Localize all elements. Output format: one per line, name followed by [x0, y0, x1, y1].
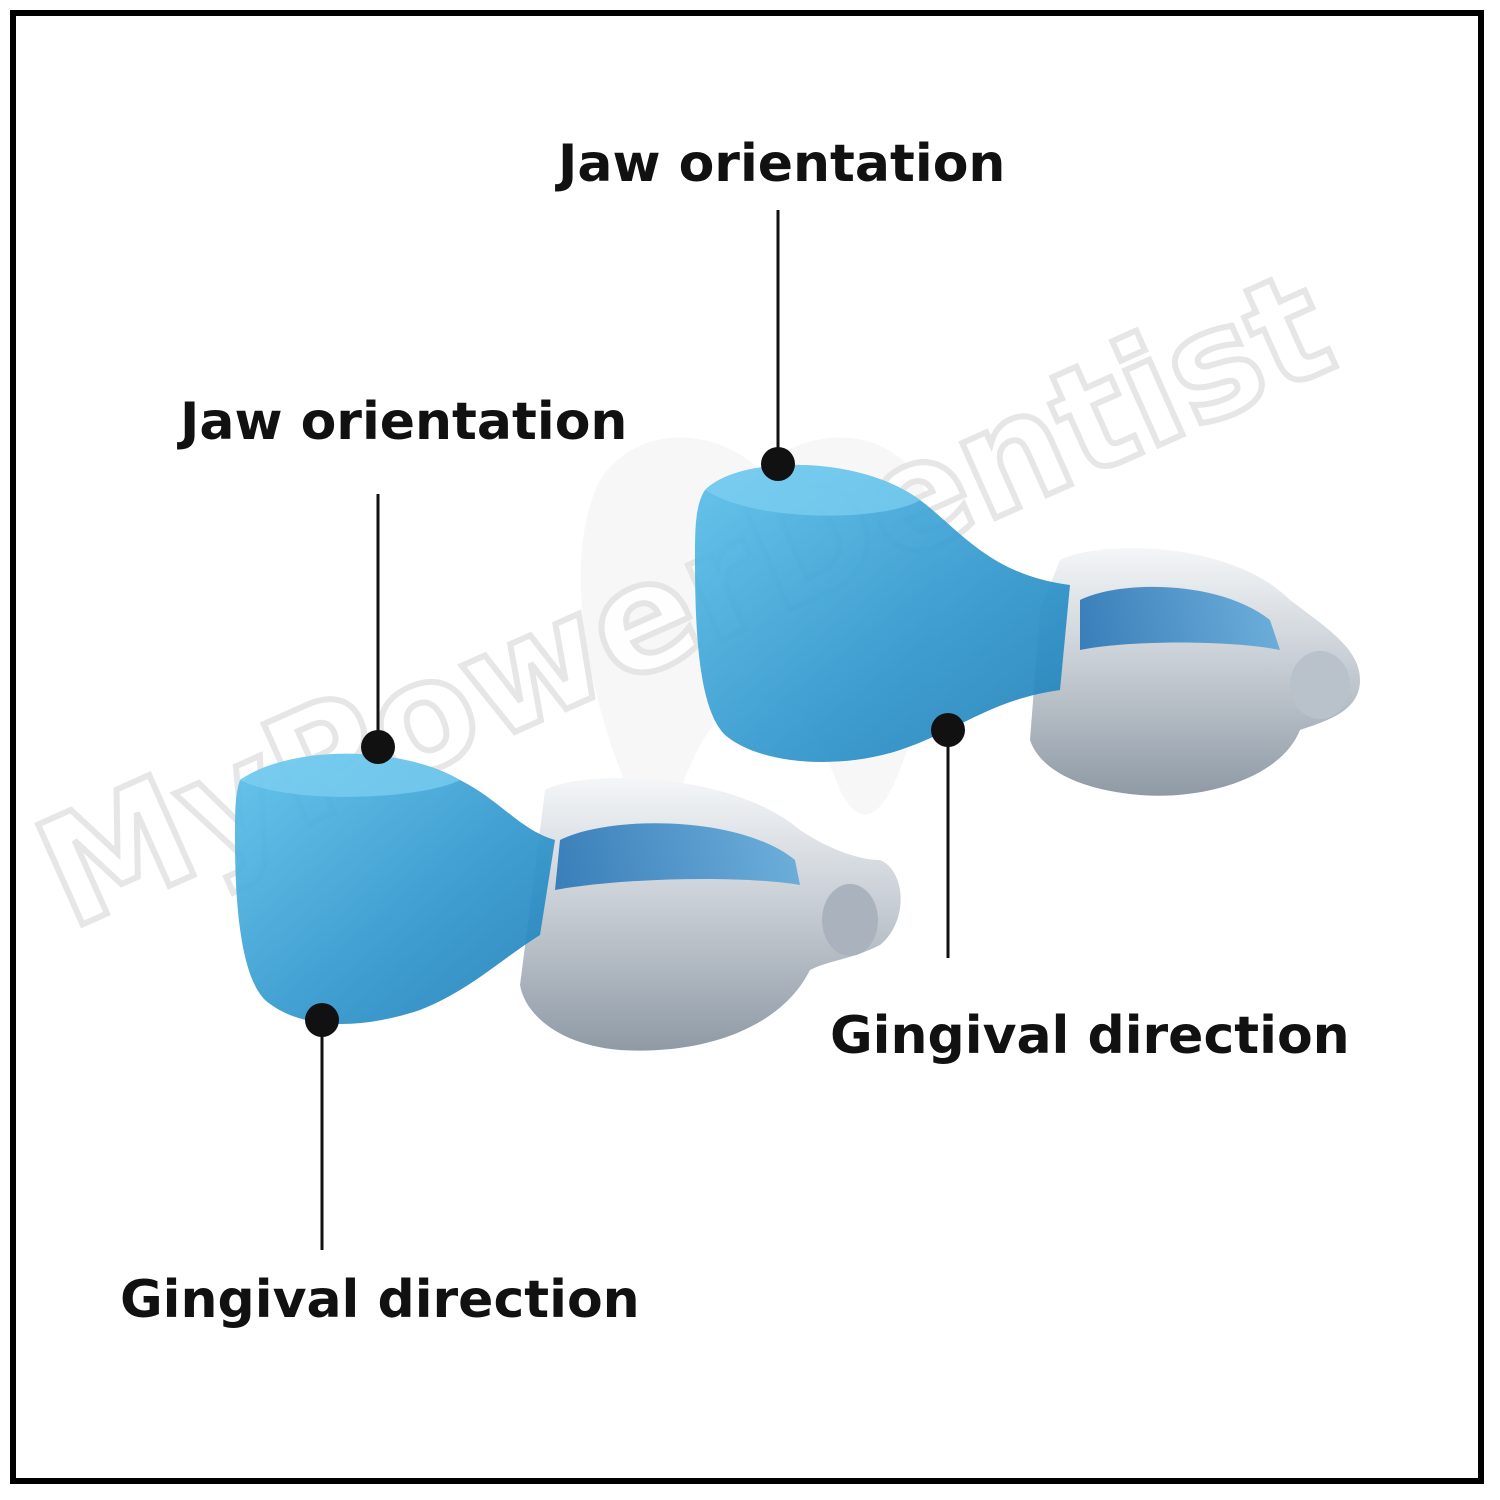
image-border: [10, 10, 1484, 1484]
label-gingival-direction-right: Gingival direction: [830, 1006, 1350, 1066]
label-jaw-orientation-left: Jaw orientation: [180, 392, 628, 452]
annotation-markers: [305, 210, 965, 1250]
matrix-band-illustration: [695, 464, 1360, 796]
label-jaw-orientation-right: Jaw orientation: [558, 134, 1006, 194]
matrix-band-illustration-left: [235, 753, 901, 1051]
label-gingival-direction-left: Gingival direction: [120, 1270, 640, 1330]
